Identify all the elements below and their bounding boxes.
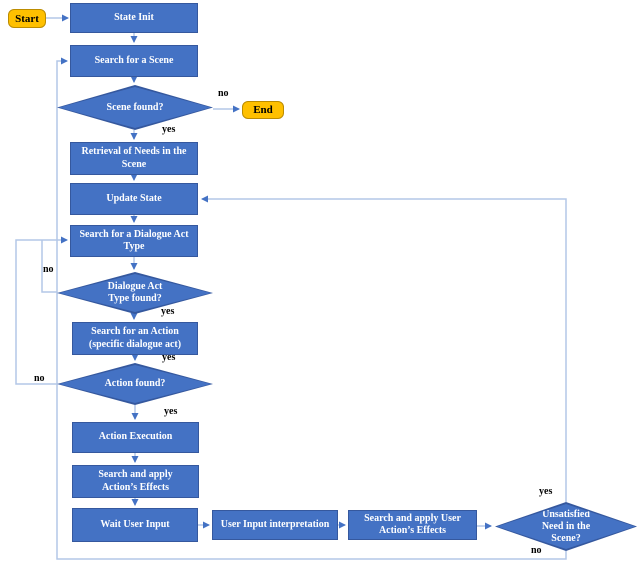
state-init-label: State Init bbox=[114, 11, 154, 23]
search-scene-node: Search for a Scene bbox=[70, 45, 198, 77]
search-dialogue-act-type-node: Search for a Dialogue Act Type bbox=[70, 225, 198, 257]
edge-unsatisfied-yes-to-update-state bbox=[201, 195, 567, 502]
action-found-no-label: no bbox=[34, 373, 45, 384]
action-found-yes-label: yes bbox=[164, 406, 178, 417]
start-label: Start bbox=[15, 12, 39, 25]
edge-action-found-no-loop bbox=[15, 236, 68, 385]
search-apply-effects-label: Search and apply Action’s Effects bbox=[98, 469, 173, 493]
unsatisfied-yes-label: yes bbox=[539, 486, 553, 497]
end-node: End bbox=[242, 101, 284, 119]
wait-user-input-node: Wait User Input bbox=[72, 508, 198, 542]
wait-user-input-label: Wait User Input bbox=[100, 518, 170, 530]
search-action-yes-label: yes bbox=[162, 352, 176, 363]
end-label: End bbox=[253, 104, 273, 116]
action-execution-node: Action Execution bbox=[72, 422, 199, 453]
start-node: Start bbox=[8, 9, 46, 28]
search-scene-label: Search for a Scene bbox=[94, 54, 174, 66]
retrieval-needs-node: Retrieval of Needs in the Scene bbox=[70, 142, 198, 175]
action-execution-label: Action Execution bbox=[98, 431, 173, 443]
scene-found-no-label: no bbox=[218, 88, 229, 99]
edge-unsatisfied-no-to-search-scene bbox=[56, 57, 567, 560]
state-init-node: State Init bbox=[70, 3, 198, 33]
update-state-node: Update State bbox=[70, 183, 198, 215]
dialogue-act-yes-label: yes bbox=[161, 306, 175, 317]
search-action-node: Search for an Action (specific dialogue … bbox=[72, 322, 198, 355]
edge-dat-found-no-loop bbox=[41, 240, 57, 293]
search-apply-user-effects-label: Search and apply User Action’s Effects bbox=[364, 512, 461, 537]
scene-found-yes-label: yes bbox=[162, 124, 176, 135]
search-apply-effects-node: Search and apply Action’s Effects bbox=[72, 465, 199, 498]
search-apply-user-effects-node: Search and apply User Action’s Effects bbox=[348, 510, 477, 540]
user-input-interpretation-node: User Input interpretation bbox=[212, 510, 338, 540]
unsatisfied-no-label: no bbox=[531, 545, 542, 556]
search-action-label: Search for an Action (specific dialogue … bbox=[88, 326, 182, 350]
search-dialogue-act-type-label: Search for a Dialogue Act Type bbox=[79, 228, 189, 253]
dialogue-act-no-label: no bbox=[43, 264, 54, 275]
retrieval-needs-label: Retrieval of Needs in the Scene bbox=[81, 146, 187, 170]
update-state-label: Update State bbox=[106, 192, 162, 204]
user-input-interpretation-label: User Input interpretation bbox=[220, 518, 330, 530]
